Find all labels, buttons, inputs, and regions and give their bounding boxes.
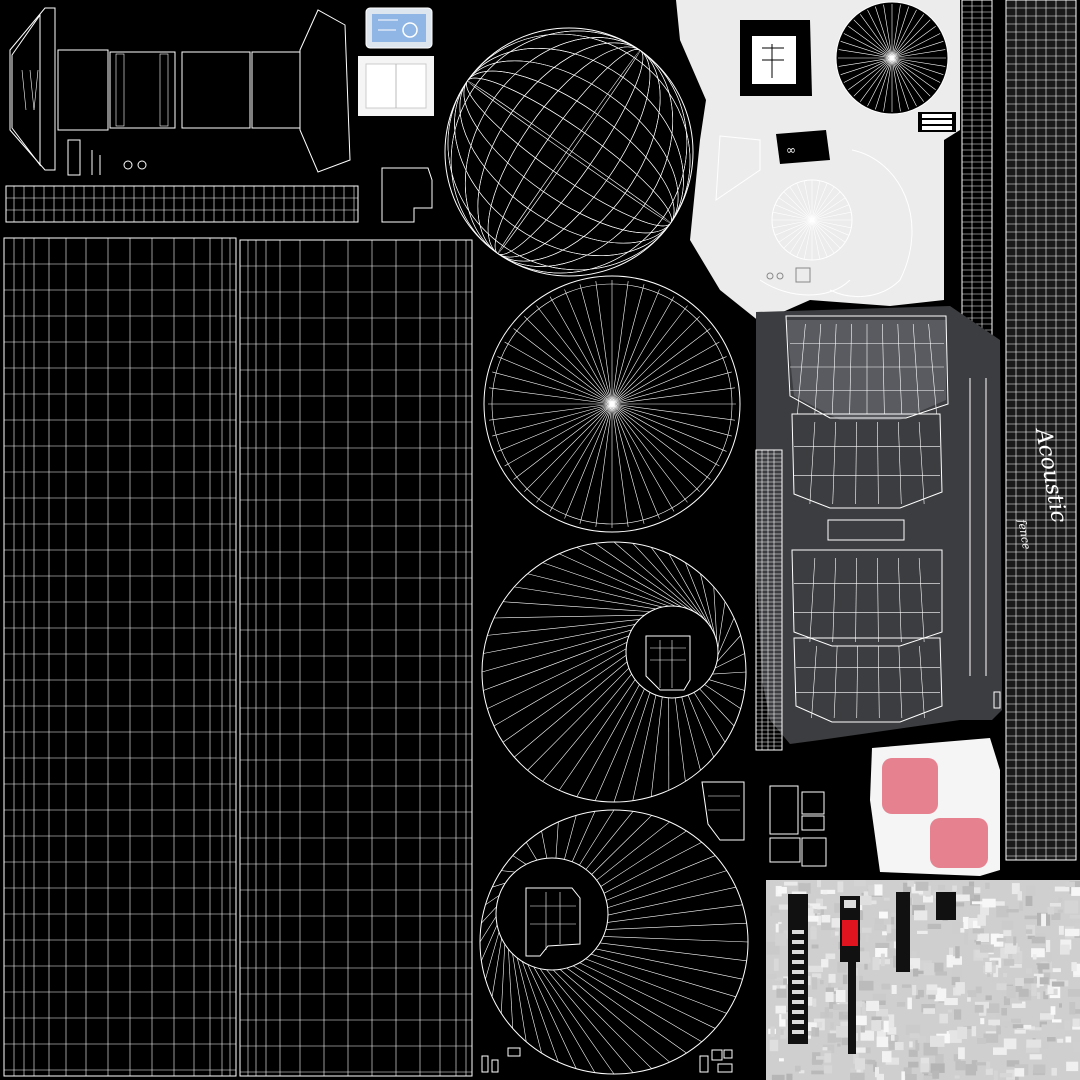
small-bits-bottom	[481, 1047, 733, 1073]
box-pieces	[701, 781, 827, 867]
fan-dome-lower	[479, 809, 749, 1075]
long-strip-wide	[1005, 0, 1077, 861]
radial-dome-icon	[483, 275, 741, 533]
display-device-icon	[358, 7, 434, 116]
fan-dome-upper	[481, 541, 747, 803]
vertical-thin-grid	[755, 449, 783, 751]
heat-map-blob	[870, 738, 1000, 876]
tiny-stack	[918, 112, 956, 132]
grid-panel-left	[3, 237, 237, 1077]
gray-seat-panel	[756, 306, 1002, 744]
thin-grid-strip	[5, 185, 359, 223]
radial-dome-small	[835, 1, 949, 115]
box-unwrap	[9, 7, 351, 176]
long-strip-narrow	[961, 0, 993, 363]
svg-text:∞: ∞	[786, 143, 796, 157]
corner-fragment	[381, 167, 433, 223]
svg-text:fence: fence	[1015, 517, 1033, 551]
noise-texture-block	[766, 880, 1080, 1080]
wire-sphere-icon	[444, 27, 694, 277]
grid-panel-center	[239, 239, 473, 1077]
